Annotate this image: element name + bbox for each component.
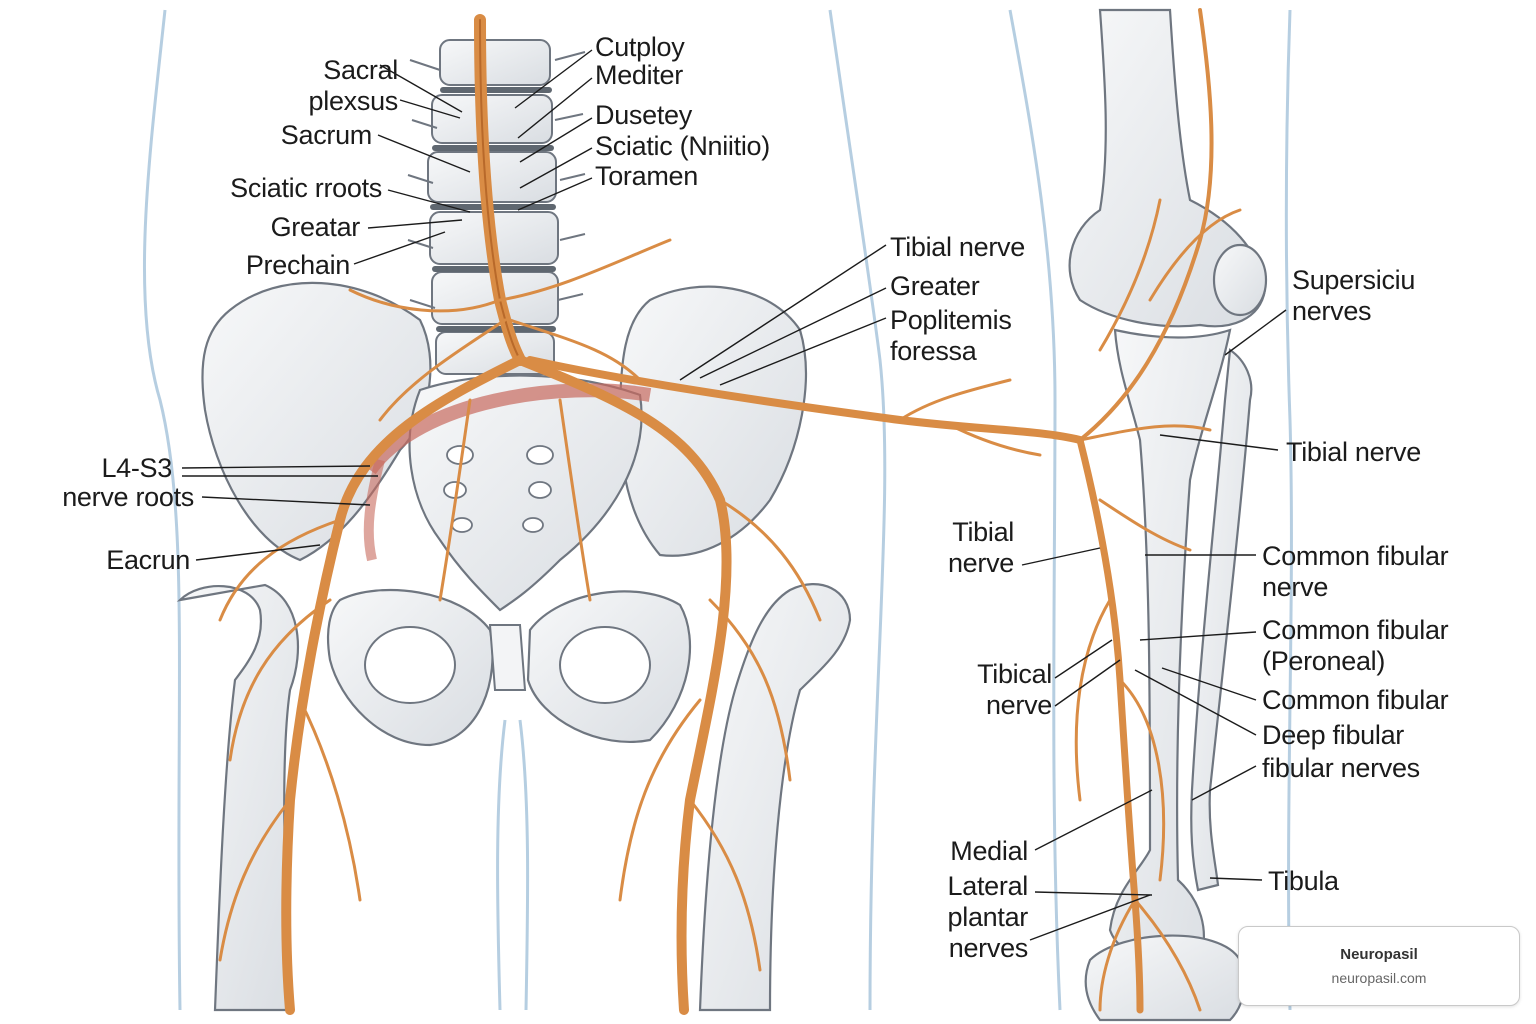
label-common-fibular: Common fibular [1262,685,1449,715]
label-eacrun: Eacrun [106,545,190,575]
label-sciatic-rroots: Sciatic rroots [230,173,382,203]
label-tibical-nerve: Tibical nerve [977,659,1052,720]
label-cutploy: Cutploy [595,32,685,62]
label-common-fibular-nerve: Common fibular nerve [1262,541,1449,602]
ligament-band-lower [363,458,385,562]
label-tibial-nerve-left: Tibial nerve [947,517,1014,578]
label-tibial-nerve-top: Tibial nerve [890,232,1025,262]
label-tibula: Tibula [1268,866,1339,896]
leader-lines [181,49,1287,941]
label-greatar: Greatar [270,212,361,242]
brand-card: Neuropasil neuropasil.com [1238,926,1520,1006]
label-greater: Greater [890,271,980,301]
sacral-foramina [443,445,554,533]
obturator-foramina [364,624,651,704]
label-nerve-roots: nerve roots [62,482,194,512]
label-sacral-plexus: Sacral plexsus [308,55,399,116]
label-sciatic-nniitio: Sciatic (Nniitio) [595,131,770,161]
label-dusetey: Dusetey [595,100,692,130]
label-sacrum: Sacrum [280,120,373,150]
ligament-band [364,383,652,475]
label-toramen: Toramen [595,161,698,191]
label-tibial-nerve-right: Tibial nerve [1286,437,1421,467]
nerve-network [218,8,1242,1015]
label-common-fibular-peroneal: Common fibular (Peroneal) [1262,615,1449,676]
label-mediter: Mediter [595,60,683,90]
label-deep-fibular: Deep fibular [1262,720,1404,750]
knee-and-leg-bones [1068,8,1268,1022]
label-l4-s3: L4-S3 [101,453,172,483]
label-medial: Medial [950,836,1028,866]
brand-name: Neuropasil [1340,946,1418,963]
label-fibular-nerves: fibular nerves [1262,753,1420,783]
label-supersiciu-nerves: Supersiciu nerves [1292,265,1416,326]
brand-url: neuropasil.com [1331,970,1427,986]
label-popliteal-foressa: Poplitemis foressa [890,305,1012,366]
label-lateral-plantar-nerves: Lateral plantar nerves [947,871,1029,963]
label-prechain: Prechain [245,250,350,280]
